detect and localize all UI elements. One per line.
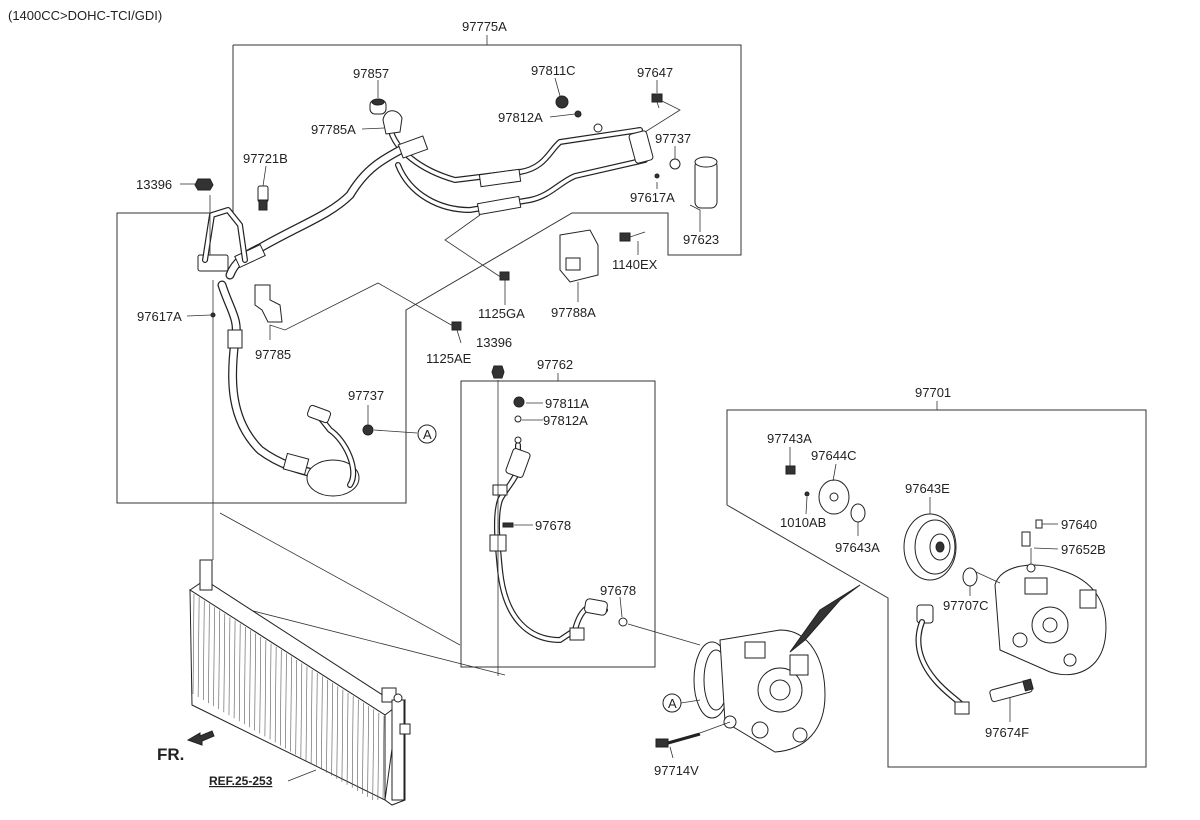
callout-a-icon [417, 424, 437, 444]
part-label-97617a-right: 97617A [630, 190, 675, 205]
compressor-body-detail-icon [994, 564, 1107, 676]
part-label-97640: 97640 [1061, 517, 1097, 532]
front-direction-label: FR. [157, 745, 184, 764]
o-ring-97812a-top-icon [574, 110, 582, 118]
part-label-97644c: 97644C [811, 448, 857, 463]
switch-97721b-icon [257, 185, 269, 211]
o-ring-97678-a-icon [502, 522, 514, 528]
nut-13396-mid-icon [491, 365, 505, 379]
part-label-97643a: 97643A [835, 540, 880, 555]
muffler-icon [306, 459, 360, 497]
nut-97811a-icon [513, 396, 525, 408]
condenser-icon [189, 559, 411, 806]
cap-97857-icon [369, 98, 387, 115]
bearing-97707c-icon [962, 567, 978, 587]
group-97775a-frame [116, 44, 742, 504]
part-label-97617a-left: 97617A [137, 309, 182, 324]
part-label-97857: 97857 [353, 66, 389, 81]
part-label-97707c: 97707C [943, 598, 989, 613]
bolt-97743a-icon [785, 465, 796, 475]
reference-label: REF.25-253 [209, 774, 273, 788]
part-label-97762: 97762 [537, 357, 573, 372]
liquid-hose-lower [217, 280, 360, 497]
compressor-icon [693, 629, 826, 753]
fr-arrow-icon [186, 730, 215, 746]
part-label-97743a: 97743A [767, 431, 812, 446]
valve-97640-icon [1035, 519, 1043, 529]
part-label-97623: 97623 [683, 232, 719, 247]
engine-spec-label: (1400CC>DOHC-TCI/GDI) [8, 8, 162, 23]
part-label-97721b: 97721B [243, 151, 288, 166]
pad-97788a-icon [559, 229, 599, 283]
part-label-1010ab: 1010AB [780, 515, 826, 530]
part-label-1125ae: 1125AE [426, 351, 472, 366]
part-label-97788a: 97788A [551, 305, 596, 320]
o-ring-97652b-icon [1026, 563, 1036, 573]
receiver-drier-icon [694, 156, 718, 209]
part-label-97811c: 97811C [531, 63, 576, 78]
part-label-97812a-mid: 97812A [543, 413, 588, 428]
pulley-icon [903, 513, 957, 581]
clutch-hub-icon [818, 479, 850, 515]
bolt-97647-icon [651, 93, 663, 109]
sensor-icon [915, 604, 970, 715]
part-label-1125ga: 1125GA [478, 306, 525, 321]
callout-a-lower: A [668, 696, 677, 711]
bracket-97785-icon [254, 284, 283, 323]
part-label-13396-top: 13396 [136, 177, 172, 192]
part-label-97775a: 97775A [462, 19, 507, 34]
part-label-97785: 97785 [255, 347, 291, 362]
o-ring-97678-b-icon [618, 617, 628, 627]
part-label-97674f: 97674F [985, 725, 1029, 740]
part-label-97785a: 97785A [311, 122, 356, 137]
group-97701-frame [726, 409, 1147, 768]
part-label-97643e: 97643E [905, 481, 950, 496]
part-label-97678-b: 97678 [600, 583, 636, 598]
shim-1010ab-icon [804, 491, 810, 497]
snap-ring-97643a-icon [850, 503, 866, 523]
part-label-97714v: 97714V [654, 763, 699, 778]
part-label-97737-top: 97737 [655, 131, 691, 146]
part-label-1140ex: 1140EX [612, 257, 658, 272]
nut-13396-top-icon [194, 178, 214, 191]
part-label-97647: 97647 [637, 65, 673, 80]
o-ring-97737-top-icon [669, 158, 681, 170]
fitting-97785a-icon [382, 110, 403, 135]
nut-97811c-icon [555, 95, 569, 109]
part-label-97678-a: 97678 [535, 518, 571, 533]
o-ring-97737-mid-icon [362, 424, 374, 436]
pressure-valve-97674f-icon [989, 678, 1034, 703]
bolt-97714v-icon [655, 732, 701, 748]
pipe-block-flange [628, 130, 654, 164]
part-label-97737-mid: 97737 [348, 388, 384, 403]
bolt-1125ae-icon [451, 321, 462, 331]
part-label-97812a-top: 97812A [498, 110, 543, 125]
callout-a-upper: A [423, 427, 432, 442]
part-label-13396-mid: 13396 [476, 335, 512, 350]
suction-pipe-assembly [387, 125, 654, 216]
part-label-97652b: 97652B [1061, 542, 1106, 557]
liquid-pipe-97762 [489, 442, 608, 643]
part-label-97811a: 97811A [545, 396, 589, 411]
bolt-1125ga-icon [499, 271, 510, 281]
o-ring-97812a-mid-icon [514, 415, 522, 423]
bolt-1140ex-icon [619, 231, 646, 242]
part-label-97701: 97701 [915, 385, 951, 400]
